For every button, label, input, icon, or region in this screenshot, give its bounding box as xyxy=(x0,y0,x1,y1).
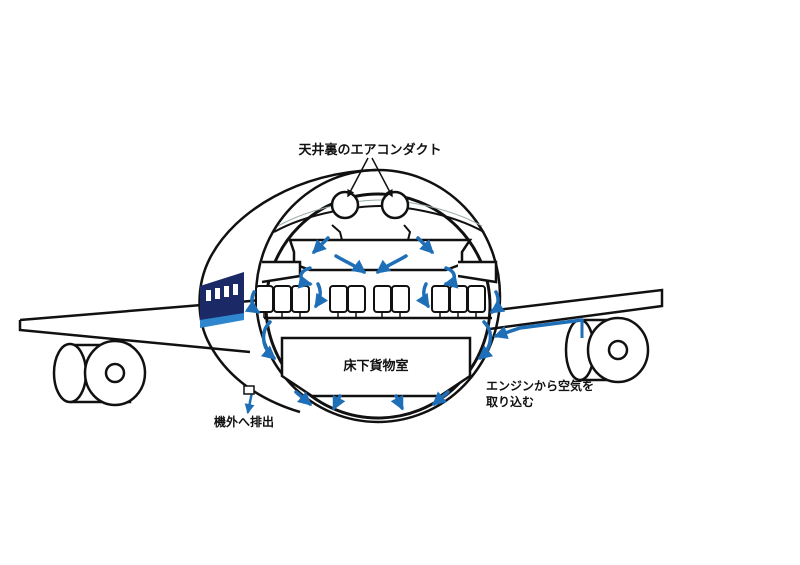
seat xyxy=(273,285,292,313)
airflow-arrow xyxy=(244,290,261,314)
seat xyxy=(449,285,468,313)
seat xyxy=(373,285,392,313)
airflow-arrow xyxy=(415,282,430,309)
airflow-arrow xyxy=(477,320,494,360)
airflow-arrow xyxy=(334,254,367,274)
exhaust-label: 機外へ排出 xyxy=(214,414,274,429)
intake-label-line2: 取り込む xyxy=(486,394,534,409)
seat xyxy=(391,285,410,313)
seat xyxy=(255,285,274,313)
duct-right xyxy=(380,190,410,220)
seat xyxy=(347,285,366,313)
airflow-arrow xyxy=(244,390,255,414)
airflow-arrow xyxy=(332,394,346,411)
airflow-arrow xyxy=(312,236,330,254)
airflow-arrow xyxy=(294,390,313,406)
exhaust-outlet xyxy=(243,385,255,395)
airflow-arrow xyxy=(390,394,404,411)
duct-label-pointers xyxy=(347,157,393,198)
airflow-arrows xyxy=(244,236,506,414)
seat-legs xyxy=(263,312,477,318)
seat xyxy=(431,285,450,313)
duct-label: 天井裏のエアコンダクト xyxy=(298,142,441,158)
ceiling-ducts xyxy=(273,190,485,241)
seat xyxy=(329,285,348,313)
ceiling-panel xyxy=(288,238,473,272)
seat xyxy=(291,285,310,313)
cargo-label: 床下貨物室 xyxy=(343,358,408,374)
left-engine xyxy=(52,339,147,407)
side-window-band xyxy=(200,272,244,328)
airflow-arrow xyxy=(260,320,277,360)
airflow-arrow xyxy=(431,390,450,406)
airflow-arrow xyxy=(489,290,506,314)
right-wing xyxy=(479,288,664,332)
intake-label-line1: エンジンから空気を xyxy=(486,378,594,393)
seat xyxy=(467,285,486,313)
right-engine xyxy=(564,316,650,384)
airflow-arrow xyxy=(375,254,408,274)
airflow-arrow xyxy=(443,266,459,289)
overhead-bin-left xyxy=(261,260,302,284)
airflow-arrow xyxy=(416,236,434,254)
intake-airflow-arrow xyxy=(493,318,584,340)
airflow-arrow xyxy=(297,266,313,289)
duct-left xyxy=(330,190,360,220)
airflow-arrow xyxy=(314,282,329,309)
overhead-bin-right xyxy=(457,260,498,284)
